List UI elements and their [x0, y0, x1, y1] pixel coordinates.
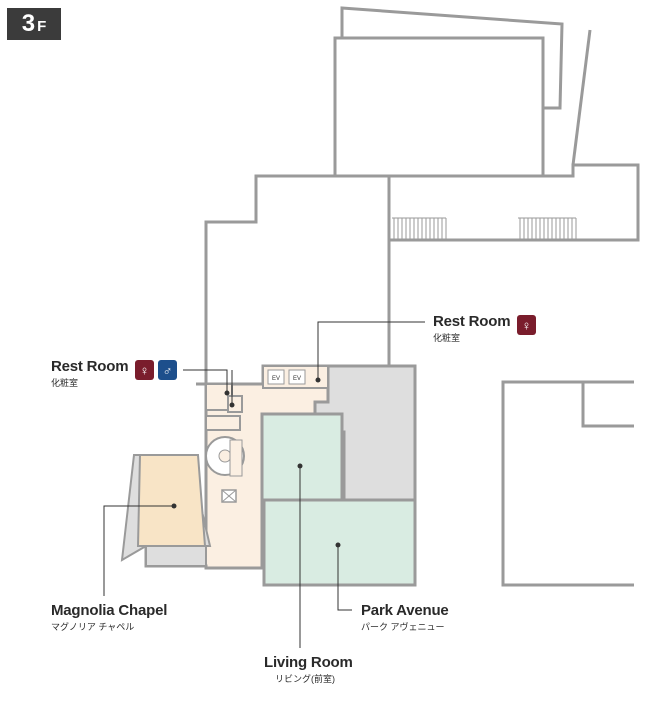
magnolia-chapel-room — [136, 454, 207, 547]
leader-dots — [171, 377, 341, 548]
label-magnolia-chapel: Magnolia Chapel マグノリア チャペル — [51, 602, 167, 633]
storage-room — [221, 489, 237, 503]
restroom-left-lobby — [205, 415, 241, 431]
floor-unit: F — [37, 18, 47, 35]
elevator-2-label: EV — [293, 376, 301, 382]
living-room-subtitle: リビング(前室) — [275, 674, 335, 684]
restroom-right-title: Rest Room — [433, 313, 511, 330]
magnolia-chapel-subtitle: マグノリア チャペル — [51, 622, 135, 632]
restroom-left-subtitle: 化粧室 — [51, 378, 79, 388]
right-building-outline — [501, 380, 634, 587]
label-restroom-left: Rest Room 化粧室 — [51, 358, 129, 389]
restroom-left-title: Rest Room — [51, 358, 129, 375]
floor-badge: 3 F — [7, 8, 61, 40]
leader-lines — [103, 321, 425, 648]
leader-magnolia-chapel — [103, 505, 174, 596]
female-restroom-icon: ♀ — [135, 360, 154, 380]
park-avenue-title: Park Avenue — [361, 602, 449, 619]
magnolia-chapel-title: Magnolia Chapel — [51, 602, 168, 619]
leader-restroom-right — [317, 321, 425, 380]
park-avenue-subtitle: パーク アヴェニュー — [361, 622, 445, 632]
label-restroom-right: Rest Room 化粧室 — [433, 313, 511, 344]
male-restroom-icon: ♂ — [158, 360, 177, 380]
service-block — [313, 364, 417, 502]
living-room-title: Living Room — [264, 654, 353, 671]
upper-building-block — [333, 36, 545, 178]
elevator-1-label: EV — [272, 376, 280, 382]
elevator-1 — [267, 369, 285, 385]
label-living-room: Living Room リビング(前室) — [264, 654, 353, 685]
leader-restroom-left — [183, 369, 228, 393]
elevator-2 — [288, 369, 306, 385]
floor-number: 3 — [21, 10, 36, 37]
leader-park-avenue — [337, 545, 352, 611]
female-restroom-icon: ♀ — [517, 315, 536, 335]
park-avenue-area — [262, 498, 417, 587]
diagonal-wall — [571, 29, 592, 166]
label-park-avenue: Park Avenue パーク アヴェニュー — [361, 602, 449, 633]
living-room-area — [260, 412, 344, 502]
right-building-notch — [581, 382, 634, 428]
spiral-staircase — [205, 436, 245, 477]
restroom-right-subtitle: 化粧室 — [433, 333, 461, 343]
